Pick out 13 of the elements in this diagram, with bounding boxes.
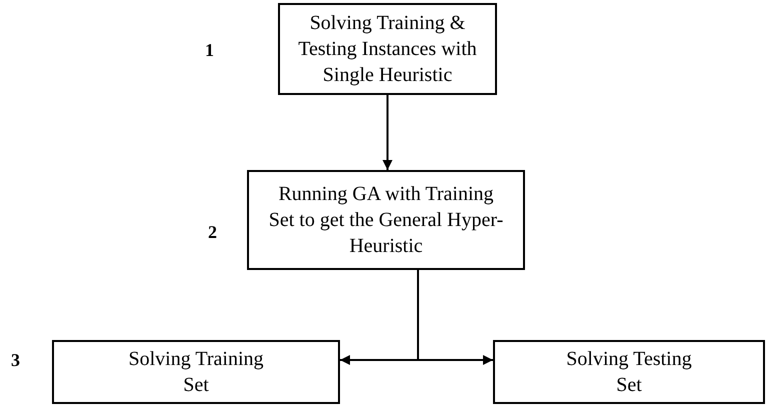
arrow <box>417 270 493 365</box>
box-text: Solving Training & Testing Instances with Single Heuristic <box>297 11 478 88</box>
step-number: 2 <box>208 222 217 243</box>
step-number: 1 <box>205 40 214 61</box>
process-box <box>247 170 525 270</box>
process-box <box>493 340 765 404</box>
box-text: Solving Testing Set <box>565 347 693 398</box>
process-box <box>52 340 340 404</box>
arrow <box>382 95 392 170</box>
box-text: Solving Training Set <box>127 347 265 398</box>
process-box <box>278 3 497 95</box>
step-number: 3 <box>11 350 20 371</box>
box-text: Running GA with Training Set to get the General Hyper-Heuristic <box>268 182 504 259</box>
